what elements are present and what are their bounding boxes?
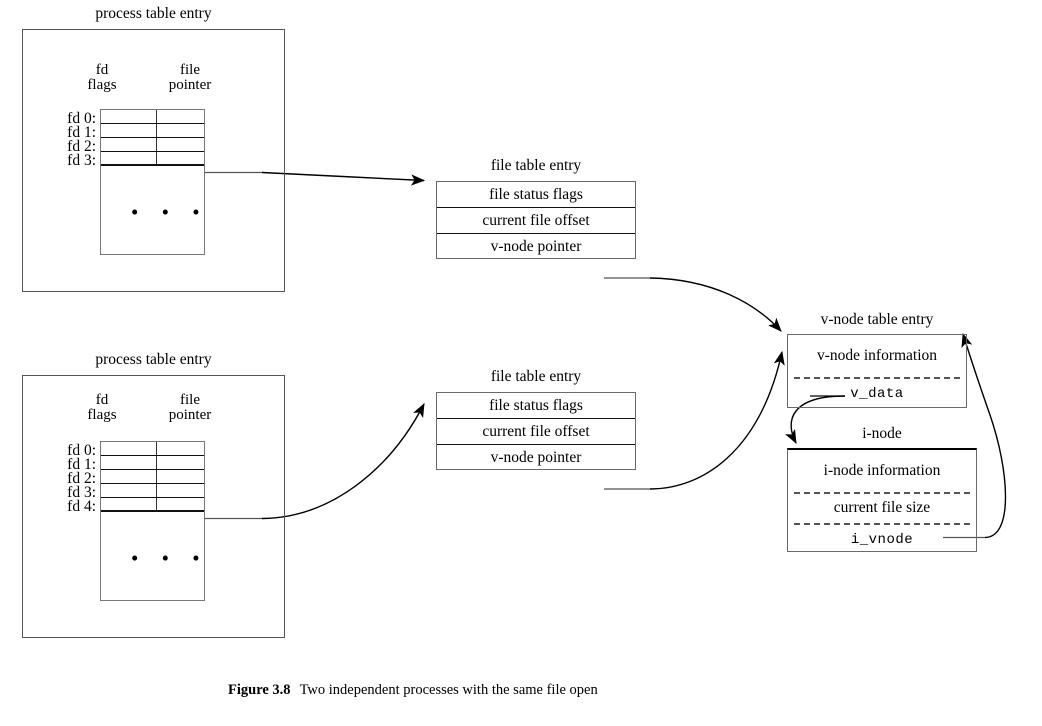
fd-row-divider: [156, 470, 157, 483]
current-file-offset-cell-2: current file offset: [437, 419, 635, 445]
fd-row-divider: [156, 138, 157, 151]
v-node-dashed-divider: [794, 377, 960, 379]
column-header-file-pointer-1: file pointer: [168, 62, 212, 94]
i-node-dashed-divider-2: [794, 523, 970, 525]
v-node-table-entry-title: v-node table entry: [820, 311, 934, 328]
fd-table-row[interactable]: [101, 456, 204, 470]
fd-row-divider: [156, 456, 157, 469]
v-node-information-cell: v-node information: [816, 347, 938, 364]
fd-table-row[interactable]: [101, 138, 204, 152]
fd-label-4-p2: fd 4:: [67, 498, 96, 515]
column-header-fd-flags-1: fd flags: [87, 62, 117, 94]
fd-table-row[interactable]: [101, 124, 204, 138]
i-vnode-cell: i_vnode: [850, 531, 914, 548]
v-node-pointer-cell-2: v-node pointer: [490, 449, 582, 466]
fd-table-row[interactable]: [101, 110, 204, 124]
i-node-dashed-divider-1: [794, 492, 970, 494]
i-node-title: i-node: [862, 425, 902, 442]
connector-vnodeptr2-to-vnode: [604, 350, 785, 490]
process-table-entry-title-1: process table entry: [95, 5, 212, 22]
connector-fd3-to-filetable1: [205, 171, 426, 186]
fd-table-row[interactable]: [101, 484, 204, 498]
file-table-entry-box-1: file status flags current file offset v-…: [436, 181, 636, 259]
column-header-file-pointer-2: file pointer: [168, 392, 212, 424]
fd-row-divider: [156, 152, 157, 164]
current-file-size-cell: current file size: [833, 498, 931, 516]
fd-label-0-p2: fd 0:: [67, 442, 96, 459]
fd-label-0-p1: fd 0:: [67, 110, 96, 127]
fd-table-ellipsis-2: • • •: [131, 546, 209, 570]
fd-label-2-p1: fd 2:: [67, 138, 96, 155]
current-file-offset-cell-1: current file offset: [437, 208, 635, 234]
file-status-flags-cell-2: file status flags: [437, 393, 635, 419]
fd-row-divider: [156, 442, 157, 455]
file-table-entry-title-2: file table entry: [490, 368, 582, 385]
process-table-entry-title-2: process table entry: [95, 351, 212, 368]
fd-label-3-p2: fd 3:: [67, 484, 96, 501]
i-node-information-cell: i-node information: [823, 462, 941, 479]
fd-table-row[interactable]: [101, 470, 204, 484]
fd-table-row[interactable]: [101, 498, 204, 512]
connector-vnodeptr1-to-vnode: [604, 277, 782, 332]
i-node-box: i-node information current file size i_v…: [787, 448, 977, 552]
fd-table-row[interactable]: [101, 152, 204, 166]
v-node-pointer-cell-1: v-node pointer: [490, 238, 582, 255]
fd-table-row[interactable]: [101, 442, 204, 456]
fd-label-1-p2: fd 1:: [67, 456, 96, 473]
fd-table-ellipsis-1: • • •: [131, 200, 209, 224]
file-table-entry-box-2: file status flags current file offset v-…: [436, 392, 636, 470]
figure-caption: Figure 3.8 Two independent processes with…: [228, 682, 598, 699]
fd-label-1-p1: fd 1:: [67, 124, 96, 141]
process-table-entry-box-2: [22, 375, 285, 638]
connector-fd4-to-filetable2: [205, 403, 425, 520]
fd-table-1: • • •: [100, 109, 205, 255]
process-table-entry-box-1: [22, 29, 285, 292]
fd-label-3-p1: fd 3:: [67, 152, 96, 169]
fd-table-2: • • •: [100, 441, 205, 601]
v-node-table-entry-box: v-node information v_data: [787, 334, 967, 408]
file-table-entry-title-1: file table entry: [490, 157, 582, 174]
connector-vdata-to-inode: [785, 395, 846, 444]
fd-row-divider: [156, 484, 157, 497]
figure-number: Figure 3.8: [228, 682, 291, 698]
fd-row-divider: [156, 110, 157, 123]
fd-row-divider: [156, 124, 157, 137]
v-data-cell: v_data: [850, 386, 904, 402]
fd-label-2-p2: fd 2:: [67, 470, 96, 487]
fd-row-divider: [156, 498, 157, 510]
figure-caption-text: Two independent processes with the same …: [299, 682, 598, 698]
column-header-fd-flags-2: fd flags: [87, 392, 117, 424]
file-status-flags-cell-1: file status flags: [437, 182, 635, 208]
connector-ivnode-to-vnode: [943, 332, 1007, 539]
